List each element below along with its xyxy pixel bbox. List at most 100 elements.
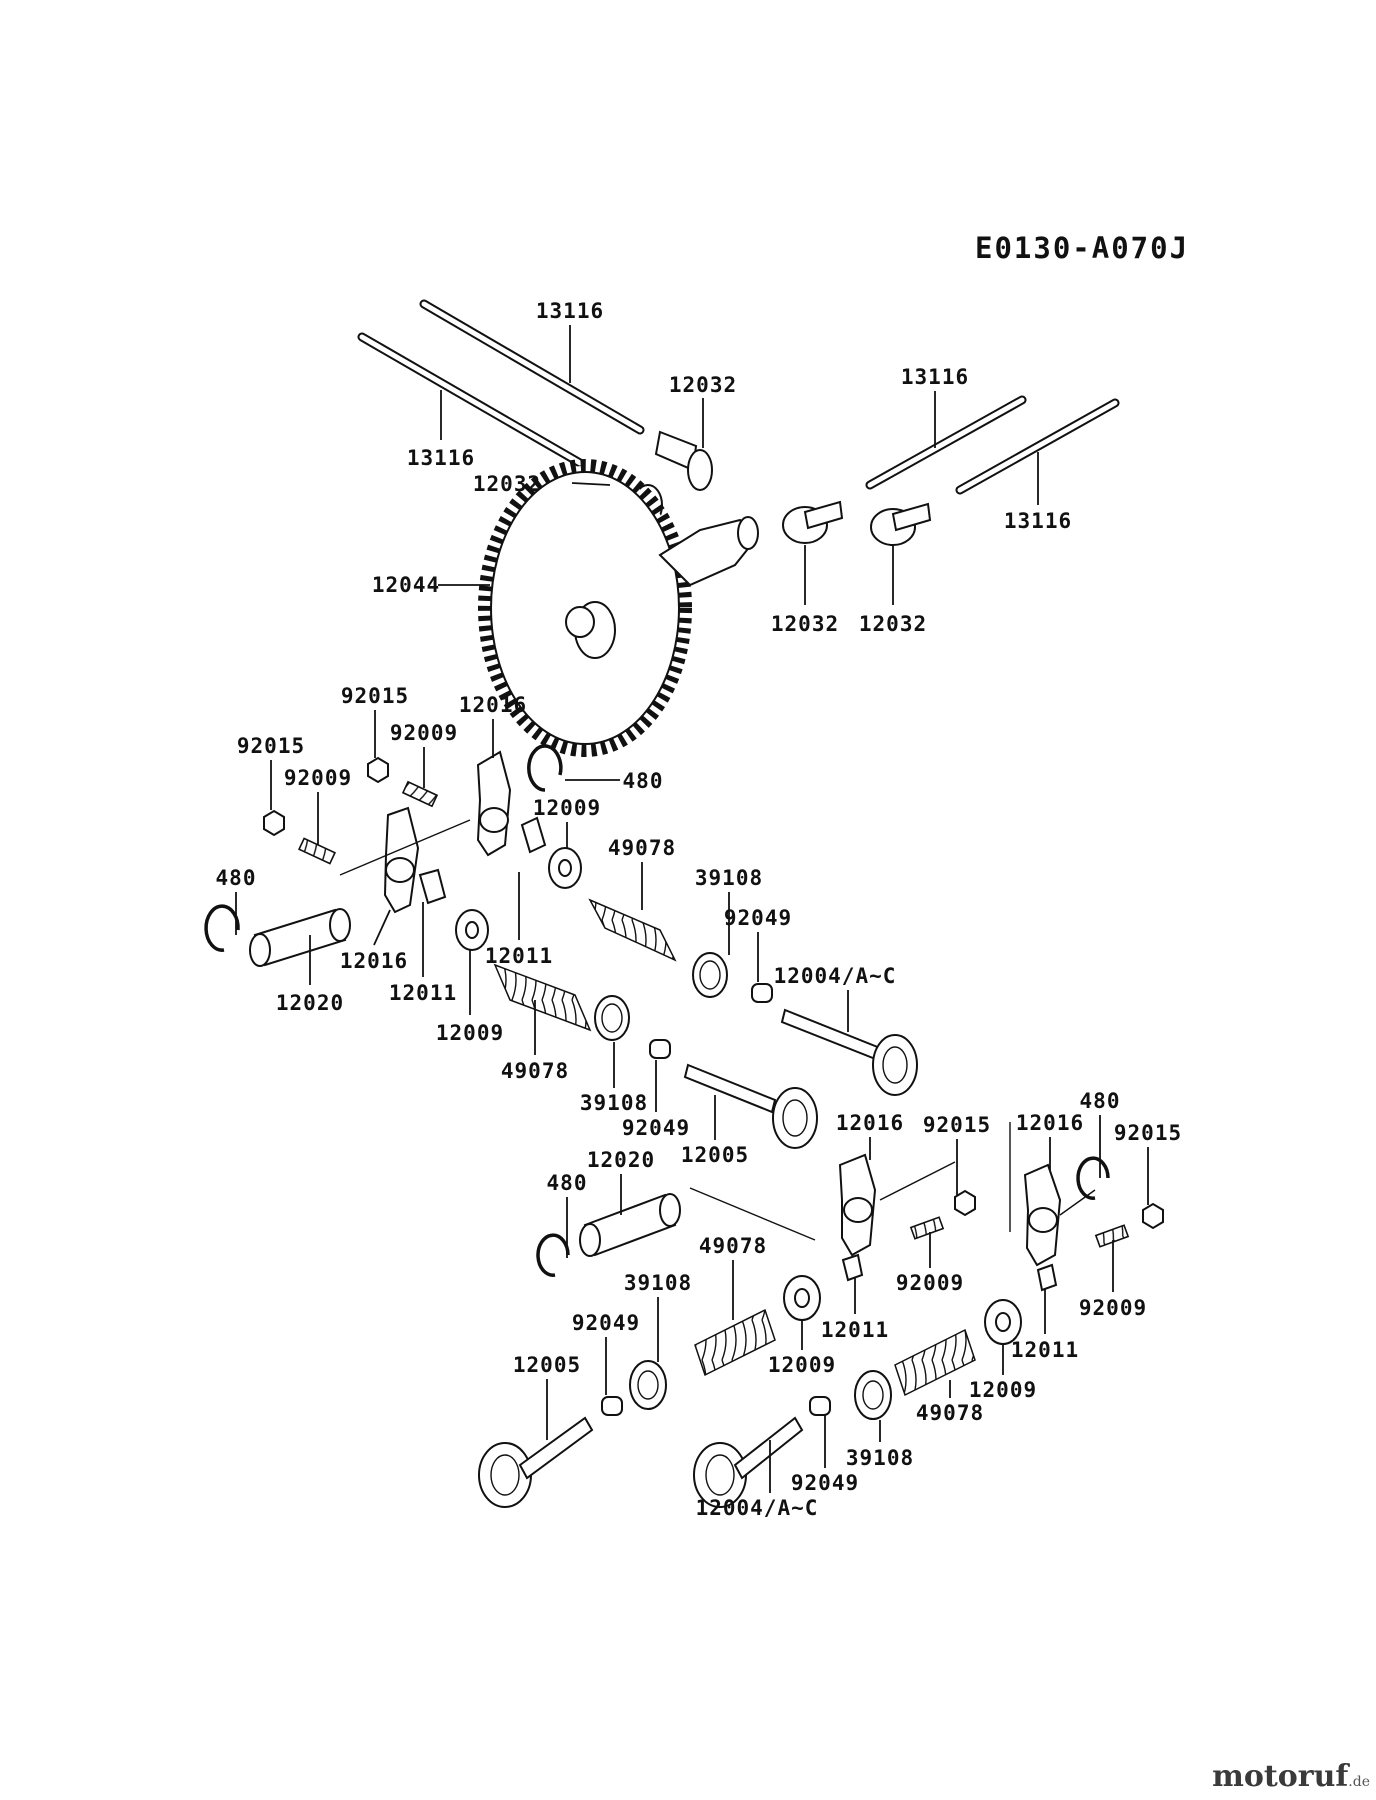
- part-label-l49: 39108: [846, 1446, 914, 1470]
- spring-2: [493, 963, 592, 1032]
- part-label-l6: 13116: [1004, 509, 1072, 533]
- part-labels: 1311612032131161203213116131161204412032…: [216, 299, 1182, 1520]
- rocker-arm-4: [1023, 1163, 1062, 1267]
- part-label-l47: 12009: [969, 1378, 1037, 1402]
- camshaft-gear: [478, 459, 759, 757]
- part-label-l38: 49078: [699, 1234, 767, 1258]
- adjust-screw-4: [1094, 1224, 1130, 1248]
- valve-exhaust-1: [780, 1008, 918, 1096]
- push-rod-1: [419, 299, 645, 435]
- part-label-l45: 12005: [513, 1353, 581, 1377]
- valve-seal-3: [601, 1396, 623, 1416]
- pivot-4: [1036, 1263, 1058, 1292]
- part-label-l18: 480: [216, 866, 257, 890]
- part-label-l19: 39108: [695, 866, 763, 890]
- part-label-l31: 92015: [923, 1113, 991, 1137]
- retainer-2: [455, 909, 489, 951]
- nut-4: [1142, 1202, 1164, 1230]
- spring-4: [894, 1328, 976, 1397]
- spring-1: [588, 898, 677, 962]
- pivot-1: [520, 816, 547, 854]
- part-label-l22: 12016: [340, 949, 408, 973]
- push-rod-2: [357, 332, 585, 468]
- part-label-l2: 12032: [669, 373, 737, 397]
- part-label-l9: 12032: [859, 612, 927, 636]
- pivot-3: [841, 1253, 864, 1282]
- part-label-l25: 12020: [276, 991, 344, 1015]
- spring-seat-1: [692, 952, 728, 998]
- part-label-l40: 92009: [896, 1271, 964, 1295]
- part-label-l28: 39108: [580, 1091, 648, 1115]
- circlip-4: [1076, 1156, 1110, 1200]
- part-label-l10: 92015: [341, 684, 409, 708]
- part-label-l11: 12016: [459, 693, 527, 717]
- watermark-main: motoruf: [1212, 1759, 1349, 1794]
- part-label-l35: 12020: [587, 1148, 655, 1172]
- part-label-l3: 13116: [407, 446, 475, 470]
- push-rod-4: [955, 398, 1120, 495]
- valve-exhaust-2: [693, 1416, 804, 1508]
- part-label-l20: 92049: [724, 906, 792, 930]
- retainer-3: [783, 1275, 821, 1321]
- spring-seat-3: [629, 1360, 667, 1410]
- rocker-arm-3: [838, 1153, 877, 1257]
- part-label-l46: 12009: [768, 1353, 836, 1377]
- nut-2: [263, 809, 285, 837]
- rocker-shaft-2: [579, 1193, 681, 1257]
- part-label-l48: 49078: [916, 1401, 984, 1425]
- valve-intake-1: [683, 1063, 818, 1149]
- part-label-l36: 12005: [681, 1143, 749, 1167]
- circlip-2: [204, 904, 240, 952]
- part-label-l5: 13116: [901, 365, 969, 389]
- spring-seat-4: [854, 1370, 892, 1420]
- circlip-1: [527, 744, 563, 792]
- valve-seal-1: [751, 983, 773, 1003]
- rocker-arm-1: [476, 750, 512, 857]
- part-label-l13: 92015: [237, 734, 305, 758]
- part-label-l30: 12016: [836, 1111, 904, 1135]
- leader-lines: [235, 325, 1149, 1493]
- part-label-l29: 92049: [622, 1116, 690, 1140]
- part-label-l23: 12004/A~C: [774, 964, 897, 988]
- part-label-l37: 480: [547, 1171, 588, 1195]
- part-label-l39: 39108: [624, 1271, 692, 1295]
- adjust-screw-1: [401, 780, 439, 808]
- retainer-4: [984, 1299, 1022, 1345]
- rocker-shaft-1: [249, 908, 351, 967]
- tappet-3: [782, 500, 844, 544]
- part-label-l15: 480: [623, 769, 664, 793]
- part-label-l33: 480: [1080, 1089, 1121, 1113]
- part-label-l12: 92009: [390, 721, 458, 745]
- circlip-3: [536, 1233, 570, 1277]
- adjust-screw-2: [297, 837, 337, 865]
- part-label-l21: 12011: [485, 944, 553, 968]
- nut-3: [954, 1189, 976, 1217]
- part-label-l44: 12011: [1011, 1338, 1079, 1362]
- part-label-l4: 12032: [473, 472, 541, 496]
- watermark-tail: .de: [1348, 1774, 1370, 1790]
- valve-seal-4: [809, 1396, 831, 1416]
- rocker-arm-2: [383, 806, 420, 914]
- part-label-l8: 12032: [771, 612, 839, 636]
- part-label-l24: 12011: [389, 981, 457, 1005]
- part-label-l7: 12044: [372, 573, 440, 597]
- part-label-l17: 49078: [608, 836, 676, 860]
- pivot-2: [418, 868, 447, 905]
- tappet-4: [870, 502, 932, 546]
- part-label-l50: 92049: [791, 1471, 859, 1495]
- part-label-l42: 92049: [572, 1311, 640, 1335]
- part-label-l26: 12009: [436, 1021, 504, 1045]
- watermark-logo: motoruf.de: [1212, 1759, 1370, 1794]
- valve-seal-2: [649, 1039, 671, 1059]
- part-label-l1: 13116: [536, 299, 604, 323]
- part-label-l34: 92015: [1114, 1121, 1182, 1145]
- part-label-l16: 12009: [533, 796, 601, 820]
- retainer-1: [548, 847, 582, 889]
- adjust-screw-3: [909, 1216, 945, 1240]
- part-label-l32: 12016: [1016, 1111, 1084, 1135]
- spring-3: [694, 1308, 776, 1377]
- part-label-l51: 12004/A~C: [696, 1496, 819, 1520]
- part-label-l43: 12011: [821, 1318, 889, 1342]
- part-label-l14: 92009: [284, 766, 352, 790]
